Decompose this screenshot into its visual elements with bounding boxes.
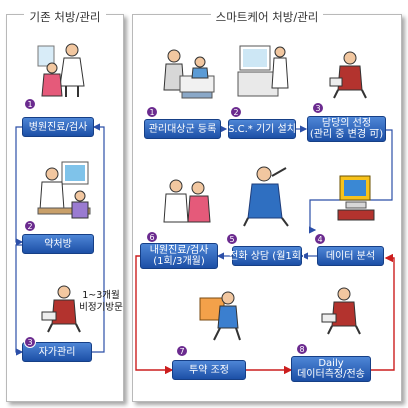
step-label: 약처방 [44, 238, 72, 250]
right-panel-title: 스마트케어 처방/관리 [210, 10, 324, 24]
arrow-left-2-3 [15, 244, 24, 356]
step-label: 관리대상군 등록 [148, 123, 217, 135]
step-badge: 7 [176, 345, 188, 357]
left-panel-title: 기존 처방/관리 [24, 10, 106, 24]
step-badge: 5 [226, 233, 238, 245]
step-label: 담당의 선정 [321, 118, 372, 129]
loop-note-line-2: 비정기방문 [79, 302, 123, 313]
step-label: 병원진료/검사 [28, 121, 88, 133]
left-step-2-box: 약처방 [22, 234, 94, 254]
step-sublabel: (1회/3개월) [153, 256, 205, 267]
loop-note: 1~3개월 비정기방문 [74, 290, 128, 314]
computer-analysis-clipart [337, 175, 375, 221]
left-step-3-box: 자가관리 [22, 342, 92, 362]
right-step-1-box: 관리대상군 등록 [144, 119, 221, 139]
step-badge: 8 [296, 343, 308, 355]
step-label: 데이터 분석 [325, 250, 376, 262]
medicine-carrier-clipart [199, 291, 241, 341]
step-label: Daily [318, 358, 344, 369]
reception-clipart [163, 49, 215, 99]
pharmacist-clipart [37, 161, 91, 219]
arrow-r-8-4 [371, 253, 395, 371]
phone-call-clipart [243, 166, 289, 227]
step-badge: 3 [312, 102, 324, 114]
step-label: 투약 조정 [189, 364, 229, 376]
step-label: 자가관리 [38, 346, 76, 358]
right-step-2-box: S.C.* 기기 설치 [228, 119, 296, 139]
step-badge: 4 [314, 233, 326, 245]
left-step-1-box: 병원진료/검사 [22, 117, 94, 137]
right-step-7-box: 투약 조정 [172, 360, 246, 380]
right-step-8-box: Daily 데이터측정/전송 [291, 356, 371, 382]
arrow-left-loop [92, 123, 105, 353]
step-badge: 1 [146, 106, 158, 118]
right-step-5-box: 전화 상담 (월1회) [229, 246, 305, 266]
visit-clipart [163, 179, 211, 223]
equipment-install-clipart [237, 45, 289, 97]
step-badge: 2 [24, 220, 36, 232]
step-label: S.C.* 기기 설치 [228, 123, 296, 135]
step-sublabel: (관리 중 변경 可) [309, 129, 384, 140]
step-badge: 6 [146, 231, 158, 243]
right-step-4-box: 데이터 분석 [317, 246, 384, 266]
right-step-6-box: 내원진료/검사 (1회/3개월) [140, 243, 218, 269]
step-label: 전화 상담 (월1회) [229, 250, 305, 262]
blood-pressure-clipart-2 [321, 287, 361, 335]
doctor-clipart [329, 51, 367, 99]
right-step-3-box: 담당의 선정 (관리 중 변경 可) [307, 116, 386, 142]
arrow-left-1-2 [15, 126, 24, 246]
step-badge: 3 [24, 336, 36, 348]
step-sublabel: 데이터측정/전송 [297, 369, 365, 380]
loop-note-line-1: 1~3개월 [82, 290, 120, 301]
step-badge: 2 [230, 106, 242, 118]
step-label: 내원진료/검사 [149, 245, 209, 256]
arrow-r-6-7 [135, 255, 174, 375]
blood-pressure-clipart [41, 285, 81, 333]
step-badge: 1 [24, 98, 36, 110]
doctor-patient-clipart [37, 43, 85, 97]
